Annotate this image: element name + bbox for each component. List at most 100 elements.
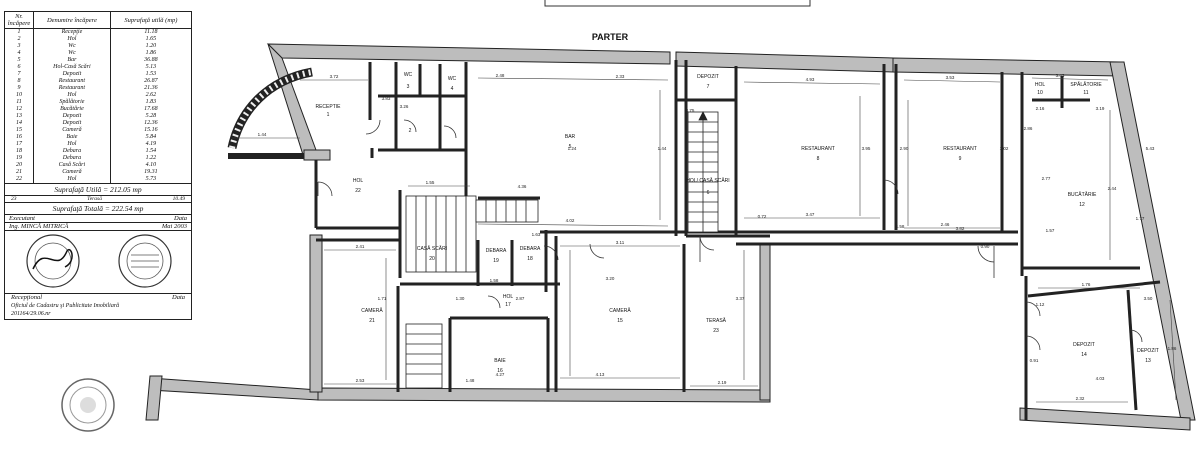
dimension-value: 3.82 — [956, 226, 965, 231]
svg-text:DEPOZIT: DEPOZIT — [697, 74, 719, 80]
row23-nr: 23 — [11, 196, 17, 202]
legend-cell-nr: 6 — [5, 64, 34, 71]
svg-text:6: 6 — [707, 190, 710, 196]
legend-cell-name: Spălătorie — [33, 99, 111, 106]
legend-cell-nr: 8 — [5, 78, 34, 85]
svg-text:12: 12 — [1079, 202, 1085, 208]
executant-data-label: Data — [174, 215, 187, 222]
executant-header: Executant Data — [5, 214, 191, 222]
svg-text:HOL: HOL — [1035, 82, 1046, 88]
legend-cell-name: Depozit — [33, 120, 111, 127]
total-area: Suprafaţă Totală = 222.54 mp — [5, 202, 191, 214]
legend-cell-nr: 15 — [5, 127, 34, 134]
legend-cell-area: 1.83 — [145, 99, 157, 105]
svg-text:17: 17 — [505, 302, 511, 308]
dimension-value: 3.50 — [1144, 296, 1153, 301]
dimension-value: 4.03 — [1096, 376, 1105, 381]
legend-cell-nr: 2 — [5, 36, 34, 43]
dimension-value: 1.86 — [1168, 346, 1177, 351]
svg-text:SPĂLĂTORIE: SPĂLĂTORIE — [1070, 81, 1102, 88]
dimension-value: 3.37 — [736, 296, 745, 301]
svg-text:23: 23 — [713, 328, 719, 334]
svg-text:WC: WC — [404, 72, 413, 78]
legend-cell-name: Restaurant — [33, 78, 111, 85]
dimension-value: 2.48 — [496, 73, 505, 78]
room-wc4: WC4 — [448, 76, 457, 92]
row23-name: Terasă — [87, 196, 102, 202]
dimension-value: 3.43 — [1056, 73, 1065, 78]
dimension-value: 3.83 — [382, 96, 391, 101]
dimension-value: 3.26 — [400, 104, 409, 109]
exterior-walls — [145, 43, 1196, 431]
legend-cell-area: 11.18 — [144, 29, 158, 35]
legend-cell-nr: 20 — [5, 162, 34, 169]
total-useful-area: Suprafaţă Utilă = 212.05 mp — [5, 183, 191, 195]
svg-text:4: 4 — [451, 86, 454, 92]
svg-text:DEBARA: DEBARA — [486, 248, 507, 254]
legend-cell-name: Hol — [33, 36, 111, 43]
svg-text:BUCĂTĂRIE: BUCĂTĂRIE — [1068, 191, 1097, 198]
legend-cell-nr: 9 — [5, 85, 34, 92]
legend-cell-area: 12.36 — [144, 120, 158, 126]
legend-cell-name: Baie — [33, 134, 111, 141]
legend-cell-name: Wc — [33, 50, 111, 57]
legend-cell-area: 19.31 — [144, 169, 158, 175]
dimension-value: 2.86 — [1024, 126, 1033, 131]
stamp-geodezi — [26, 234, 80, 288]
legend-cell-name: Hol — [33, 141, 111, 148]
legend-cell-name: Debara — [33, 148, 111, 155]
dimension-value: 2.87 — [516, 296, 525, 301]
row23-area: 10.49 — [172, 196, 185, 202]
legend-cell-area: 5.73 — [145, 176, 157, 182]
door-swings — [317, 119, 1143, 351]
svg-text:DEPOZIT: DEPOZIT — [1073, 342, 1095, 348]
plan-title: PARTER — [592, 32, 629, 42]
dimension-value: 3.20 — [606, 276, 615, 281]
svg-text:BAR: BAR — [565, 134, 576, 140]
dimension-value: 1.58 — [490, 278, 499, 283]
legend-cell-area: 26.87 — [144, 78, 158, 84]
room-bucatarie: BUCĂTĂRIE 12 — [1068, 191, 1097, 208]
legend-cell-area: 1.65 — [145, 36, 157, 42]
dimension-value: 3.95 — [862, 146, 871, 151]
legend-header-name: Denumire încăpere — [33, 12, 111, 29]
dimension-value: 2.33 — [616, 74, 625, 79]
area-legend-table: Nr. încăpere Denumire încăpere Suprafaţă… — [4, 11, 192, 320]
stamps-area — [5, 230, 191, 293]
legend-cell-nr: 22 — [5, 176, 34, 183]
legend-cell-area: 4.19 — [145, 141, 157, 147]
legend-cell-area: 1.86 — [145, 50, 157, 56]
dimension-value: 2.44 — [1108, 186, 1117, 191]
legend-cell-nr: 17 — [5, 141, 34, 148]
dimension-value: 1.30 — [456, 296, 465, 301]
dimension-value: 1.44 — [258, 132, 267, 137]
svg-text:HOL/ CASĂ SCĂRI: HOL/ CASĂ SCĂRI — [686, 177, 729, 184]
receptional-row: Recepţional Data — [5, 293, 191, 301]
legend-cell-nr: 19 — [5, 155, 34, 162]
legend-cell-area: 5.28 — [145, 113, 157, 119]
dimension-value: 2.19 — [718, 380, 727, 385]
dimension-value: 1.12 — [1036, 302, 1045, 307]
svg-text:21: 21 — [369, 318, 375, 324]
round-seal-bottom — [61, 378, 115, 432]
legend-cell-nr: 10 — [5, 92, 34, 99]
svg-text:22: 22 — [355, 188, 361, 194]
